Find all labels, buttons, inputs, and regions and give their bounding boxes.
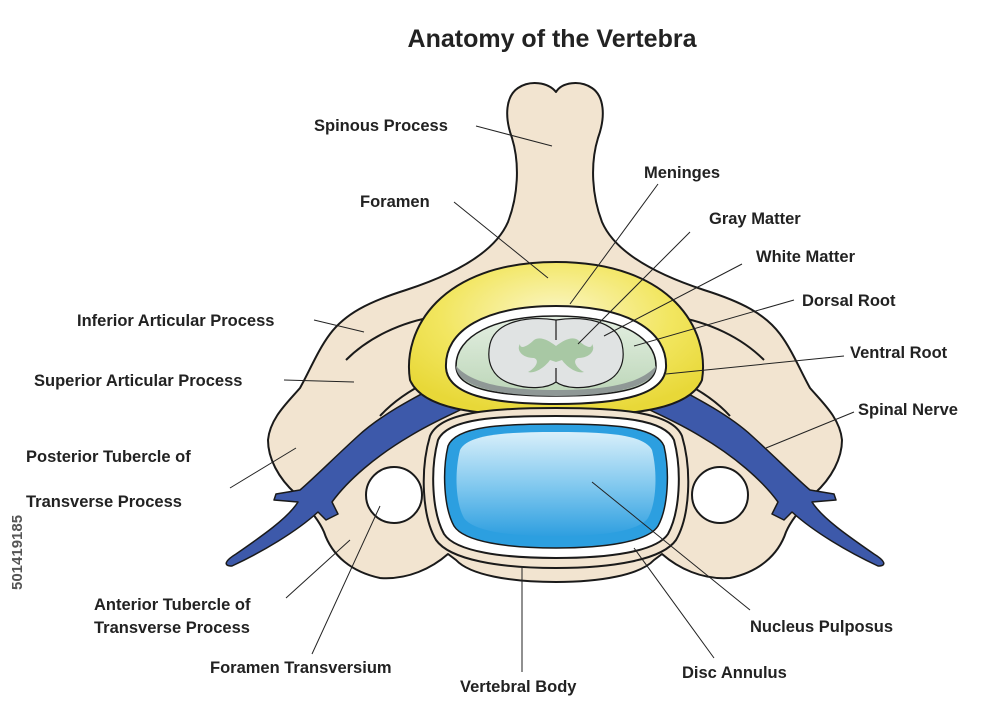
label-nucleus-pulposus: Nucleus Pulposus [750,618,893,636]
diagram-title: Anatomy of the Vertebra [408,25,698,53]
spinal-nerve-left [225,367,477,567]
label-posterior-tubercle-2: Transverse Process [26,493,182,511]
nucleus-pulposus [456,432,656,536]
label-superior-articular-process: Superior Articular Process [34,372,242,390]
label-disc-annulus: Disc Annulus [682,664,787,682]
spinal-nerve-right [633,367,885,567]
label-vertebral-body: Vertebral Body [460,678,577,696]
label-foramen: Foramen [360,193,430,211]
label-ventral-root: Ventral Root [850,344,948,362]
label-dorsal-root: Dorsal Root [802,292,896,310]
label-spinous-process: Spinous Process [314,117,448,135]
foramen-transversium-left [365,466,423,524]
watermark-id: 501419185 [9,515,26,590]
label-spinal-nerve: Spinal Nerve [858,401,958,419]
gray-matter [518,338,594,373]
label-anterior-tubercle-1: Anterior Tubercle of [94,596,251,614]
label-gray-matter: Gray Matter [709,210,801,228]
label-anterior-tubercle-2: Transverse Process [94,619,250,637]
label-foramen-transversium: Foramen Transversium [210,659,392,677]
label-meninges: Meninges [644,164,720,182]
foramen-transversium-right [691,466,749,524]
label-posterior-tubercle-1: Posterior Tubercle of [26,448,191,466]
label-white-matter: White Matter [756,248,856,266]
label-inferior-articular-process: Inferior Articular Process [77,312,274,330]
